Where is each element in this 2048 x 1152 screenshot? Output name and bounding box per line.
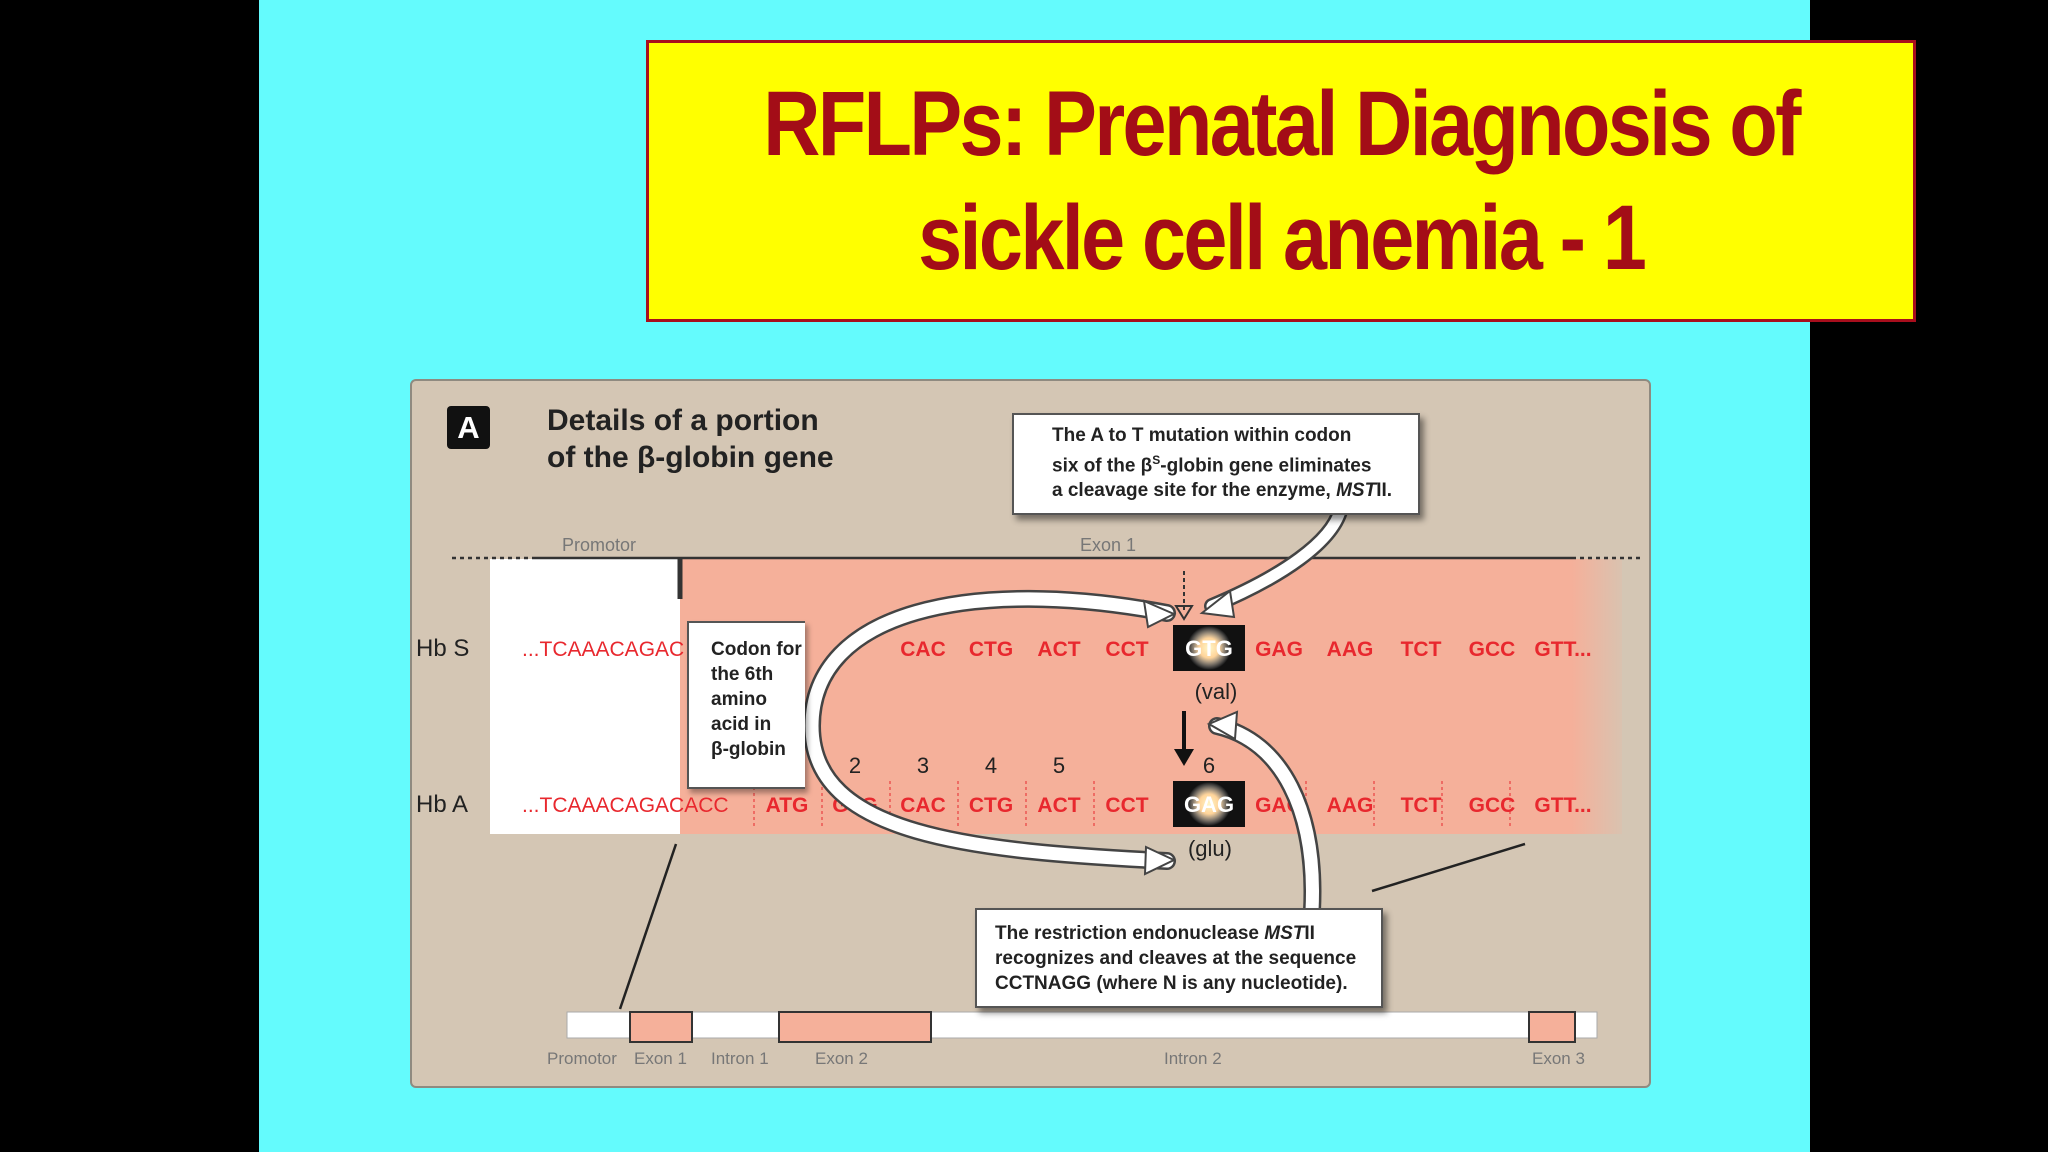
hbs-tail-codon-4: GCC: [1469, 638, 1516, 661]
hba-codon-3: CAC: [900, 794, 946, 817]
label-promoter: Promotor: [562, 535, 636, 555]
callout-codon-line-5: β-globin: [711, 739, 786, 760]
gene-map-label-intron2: Intron 2: [1164, 1049, 1222, 1068]
hbs-codon6: GTG: [1185, 636, 1233, 661]
callout-restriction-line-1: The restriction endonuclease MSTII: [995, 923, 1315, 944]
zoom-line-left: [618, 843, 678, 1010]
gene-map-label-exon1: Exon 1: [634, 1049, 687, 1068]
gene-map-exon2: [778, 1011, 932, 1043]
codon-number-4: 4: [985, 753, 997, 778]
hba-codon6-glow: [1187, 782, 1231, 826]
hba-tail-codon-3: TCT: [1401, 794, 1442, 817]
callout-codon-line-3: amino: [711, 689, 767, 710]
hbs-codon-5: ACT: [1037, 638, 1080, 661]
hba-codon-4: CTG: [969, 794, 1013, 817]
beta-globin-figure: Promotor Exon 1 Hb S Hb A ...TCAAACAGAC …: [410, 379, 1651, 1088]
callout-mutation-line-2: six of the βS-globin gene eliminates: [1052, 453, 1372, 477]
figure-diagram: Promotor Exon 1 Hb S Hb A ...TCAAACAGAC …: [416, 491, 1644, 1068]
callout-mutation-line-1: The A to T mutation within codon: [1052, 425, 1352, 446]
callout-codon-line-2: the 6th: [711, 664, 774, 685]
title-line-1: RFLPs: Prenatal Diagnosis of: [763, 73, 1801, 175]
gene-map-label-promotor: Promotor: [547, 1049, 617, 1068]
arrow-top-callout-head: [1199, 589, 1236, 619]
figure-heading: Details of a portion of the β-globin gen…: [547, 402, 834, 476]
codon-number-2: 2: [849, 753, 861, 778]
hba-amino-acid: (glu): [1188, 836, 1232, 861]
codon-number-6: 6: [1203, 753, 1215, 778]
hbs-codon-4: CTG: [969, 638, 1013, 661]
callout-mutation-line-3: a cleavage site for the enzyme, MSTII.: [1052, 480, 1393, 502]
callout-restriction: The restriction endonuclease MSTII recog…: [975, 908, 1383, 1008]
callout-mutation: The A to T mutation within codon six of …: [1012, 413, 1420, 515]
hbs-codon-6: CCT: [1105, 638, 1148, 661]
hbs-tail-codon-5: GTT...: [1534, 638, 1591, 661]
row-label-hba: Hb A: [416, 791, 468, 818]
hbs-tail-codon-2: AAG: [1327, 638, 1374, 661]
zoom-line-right: [1371, 842, 1526, 893]
arrow-bottom-callout-fill: [1210, 719, 1319, 918]
hbs-tail-codon-1: GAG: [1255, 638, 1303, 661]
gene-map-bar: [566, 1011, 1598, 1039]
cleavage-marker-head: [1174, 605, 1194, 621]
callout-codon-line-4: acid in: [711, 714, 772, 735]
hbs-codons: CAC CTG ACT CCT GAG AAG TCT GCC GTT...: [900, 638, 1591, 661]
gene-map-label-exon3: Exon 3: [1532, 1049, 1585, 1068]
hba-prefix: ...TCAAACAGACACC: [522, 794, 729, 817]
hbs-codon6-glow: [1187, 626, 1231, 670]
hba-tail-codon-5: GTT...: [1534, 794, 1591, 817]
hba-codon-1: ATG: [766, 794, 809, 817]
label-exon1: Exon 1: [1080, 535, 1136, 555]
promoter-band: [490, 559, 680, 834]
row-label-hbs: Hb S: [416, 635, 469, 662]
gene-map-exon1: [629, 1011, 693, 1043]
hbs-prefix: ...TCAAACAGAC: [522, 638, 684, 661]
hbs-tail-codon-3: TCT: [1401, 638, 1442, 661]
callout-restriction-line-2: recognizes and cleaves at the sequence: [995, 948, 1357, 969]
codon-number-5: 5: [1053, 753, 1065, 778]
title-line-2: sickle cell anemia - 1: [917, 187, 1647, 289]
hbs-amino-acid: (val): [1195, 679, 1238, 704]
gene-map-label-exon2: Exon 2: [815, 1049, 868, 1068]
band-fade: [1572, 559, 1632, 834]
callout-codon-line-1: Codon for: [711, 639, 802, 660]
hbs-codon-3: CAC: [900, 638, 946, 661]
hba-tail-codon-2: AAG: [1327, 794, 1374, 817]
gene-map-label-intron1: Intron 1: [711, 1049, 769, 1068]
hba-tail-codon-4: GCC: [1469, 794, 1516, 817]
codon-dividers: [753, 781, 1511, 829]
arrow-codon-head-bottom: [1143, 845, 1177, 876]
gene-map-exon3: [1528, 1011, 1576, 1043]
title-box: RFLPs: Prenatal Diagnosis of sickle cell…: [646, 40, 1916, 322]
hba-codon-6: CCT: [1105, 794, 1148, 817]
codon-number-3: 3: [917, 753, 929, 778]
panel-label: A: [447, 406, 490, 449]
figure-heading-line-1: Details of a portion: [547, 404, 819, 437]
figure-heading-line-2: of the β-globin gene: [547, 441, 834, 474]
callout-codon: Codon for the 6th amino acid in β-globin: [687, 621, 805, 789]
mutation-arrow-head: [1174, 749, 1194, 766]
hba-codon6: GAG: [1184, 792, 1234, 817]
hba-codon-5: ACT: [1037, 794, 1080, 817]
arrow-bottom-callout-head: [1206, 710, 1239, 741]
arrow-codon-head-top: [1142, 599, 1177, 629]
callout-restriction-line-3: CCTNAGG (where N is any nucleotide).: [995, 973, 1348, 994]
arrow-codon-fill: [805, 592, 1174, 868]
